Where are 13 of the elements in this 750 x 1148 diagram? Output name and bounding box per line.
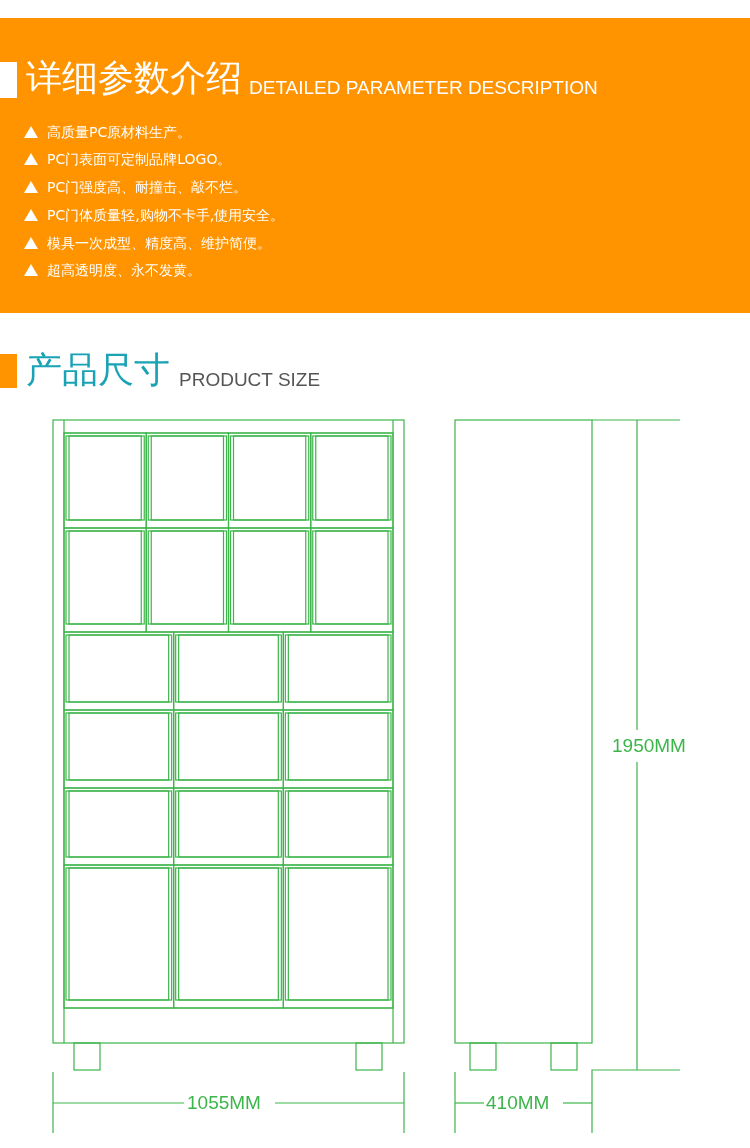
bullet-text: PC门表面可定制品牌LOGO。 <box>47 150 232 169</box>
bullet-text: 超高透明度、永不发黄。 <box>47 261 201 280</box>
dimension-label: 1055MM <box>187 1092 261 1114</box>
section-subheading: DETAILED PARAMETER DESCRIPTION <box>249 76 598 100</box>
section-heading: 产品尺寸 <box>26 348 170 392</box>
section-heading: 详细参数介绍 <box>26 56 242 100</box>
bullet-text: PC门体质量轻,购物不卡手,使用安全。 <box>47 206 285 225</box>
dimension-label: 1950MM <box>612 735 686 757</box>
bullet-text: PC门强度高、耐撞击、敲不烂。 <box>47 178 248 197</box>
bullet-text: 高质量PC原材料生产。 <box>47 123 192 142</box>
section-subheading: PRODUCT SIZE <box>179 368 321 392</box>
dimension-label: 410MM <box>486 1092 550 1114</box>
bullet-text: 模具一次成型、精度高、维护简便。 <box>47 234 271 253</box>
